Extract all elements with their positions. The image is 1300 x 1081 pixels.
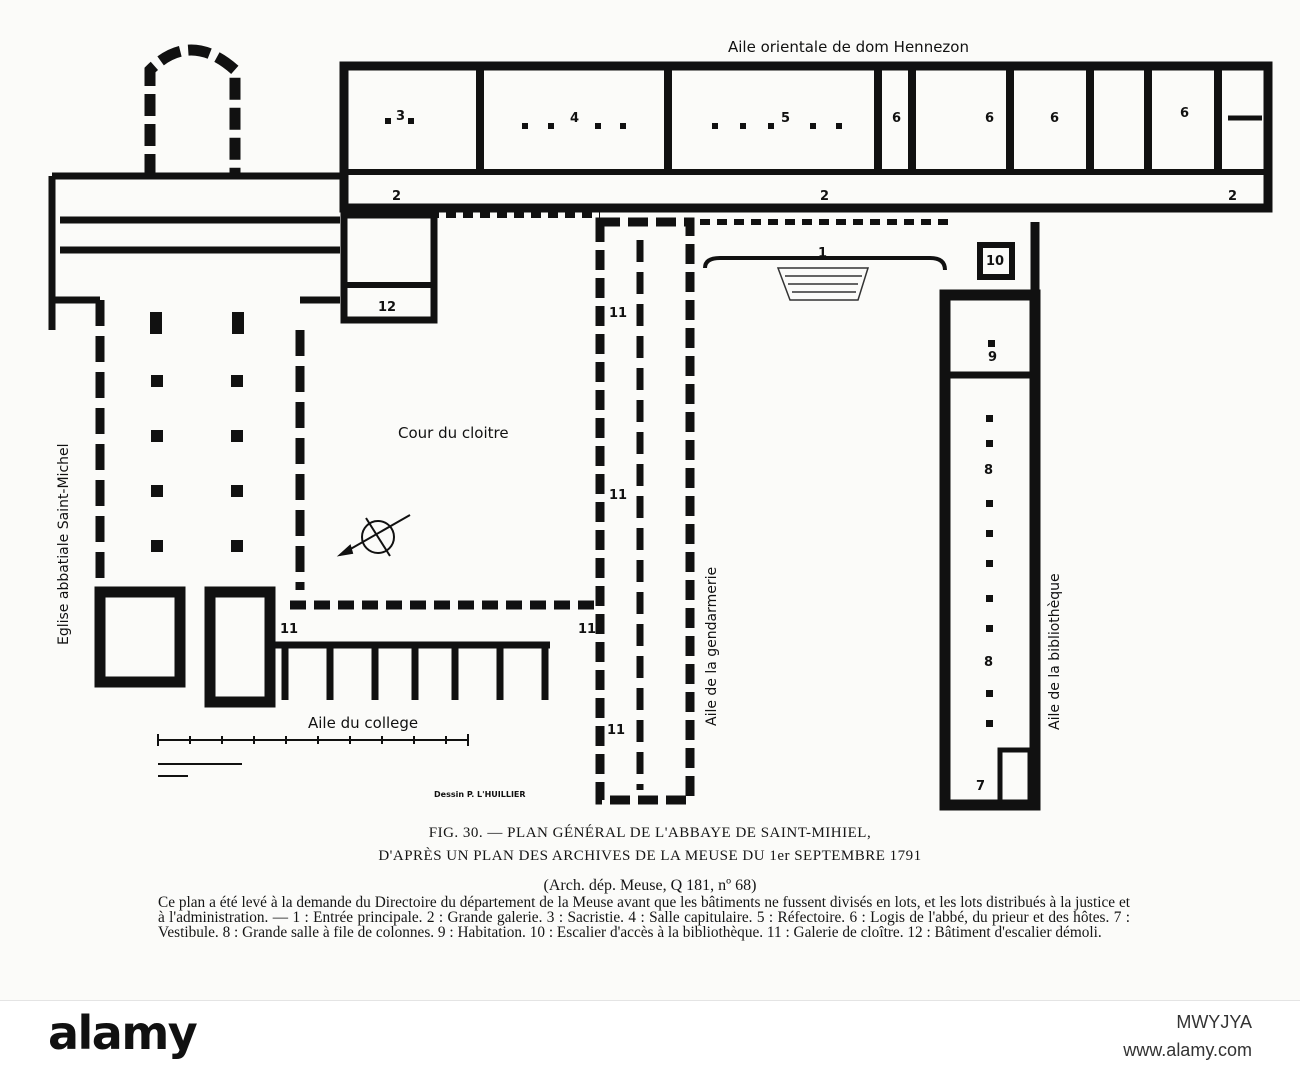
library-wing-label: Aile de la bibliothèque: [1047, 573, 1063, 730]
room-number-7: 7: [976, 779, 986, 794]
room-number-4: 4: [570, 111, 580, 126]
figure-description: Ce plan a été levé à la demande du Direc…: [158, 894, 1130, 941]
room-number-5: 5: [781, 111, 791, 126]
building-12: [340, 211, 438, 324]
room-number-6-a: 6: [892, 111, 902, 126]
compass-rose-icon: [336, 514, 411, 557]
church-label: Eglise abbatiale Saint-Michel: [56, 443, 72, 645]
college-wing: [281, 645, 549, 700]
courtyard-label: Cour du cloitre: [398, 424, 509, 442]
room-number-2-west: 2: [392, 189, 402, 204]
room-number-3: 3: [396, 109, 406, 124]
figure-title-line2: D'APRÈS UN PLAN DES ARCHIVES DE LA MEUSE…: [378, 848, 922, 864]
main-entrance: [703, 256, 947, 271]
staircase-10: [977, 242, 1015, 280]
room-number-11-c: 11: [578, 622, 597, 637]
figure-title-line1: FIG. 30. — PLAN GÉNÉRAL DE L'ABBAYE DE S…: [428, 825, 872, 841]
room-number-11-d: 11: [280, 622, 299, 637]
college-wing-label: Aile du college: [308, 714, 419, 732]
room-number-9: 9: [988, 350, 998, 365]
room-number-11-a: 11: [609, 306, 628, 321]
room-number-11-b: 11: [609, 488, 628, 503]
room-number-8-north: 8: [984, 463, 994, 478]
stock-url: www.alamy.com: [1123, 1040, 1252, 1060]
stock-image-id: MWYJYA: [1176, 1012, 1252, 1032]
room-number-6-c: 6: [1050, 111, 1060, 126]
room-number-2-east: 2: [1228, 189, 1238, 204]
room-number-11-e: 11: [607, 723, 626, 738]
gendarmerie-wing-label: Aile de la gendarmerie: [704, 566, 720, 726]
room-number-12: 12: [378, 300, 397, 315]
library-wing: [939, 289, 1041, 811]
east-wing-walls: [339, 61, 1273, 213]
room-number-2-center: 2: [820, 189, 830, 204]
room-number-8-south: 8: [984, 655, 994, 670]
watermark-bar: [0, 1000, 1300, 1081]
floor-plan: Aile orientale de dom Hennezon Eglise ab…: [48, 38, 1273, 941]
drawing-credit: Dessin P. L'HUILLIER: [434, 790, 526, 799]
room-number-6-d: 6: [1180, 106, 1190, 121]
room-number-10: 10: [986, 254, 1005, 269]
east-wing-label: Aile orientale de dom Hennezon: [728, 38, 969, 56]
alamy-logo: alamy: [48, 1006, 198, 1060]
church-choir: [144, 44, 241, 176]
floor-plan-drawing: [48, 44, 1273, 811]
gendarmerie-wing: [595, 217, 695, 805]
church-walls: [95, 300, 305, 590]
figure-source: (Arch. dép. Meuse, Q 181, nº 68): [543, 877, 757, 894]
room-number-1: 1: [818, 246, 828, 261]
scale-bar: [157, 734, 469, 777]
room-number-6-b: 6: [985, 111, 995, 126]
